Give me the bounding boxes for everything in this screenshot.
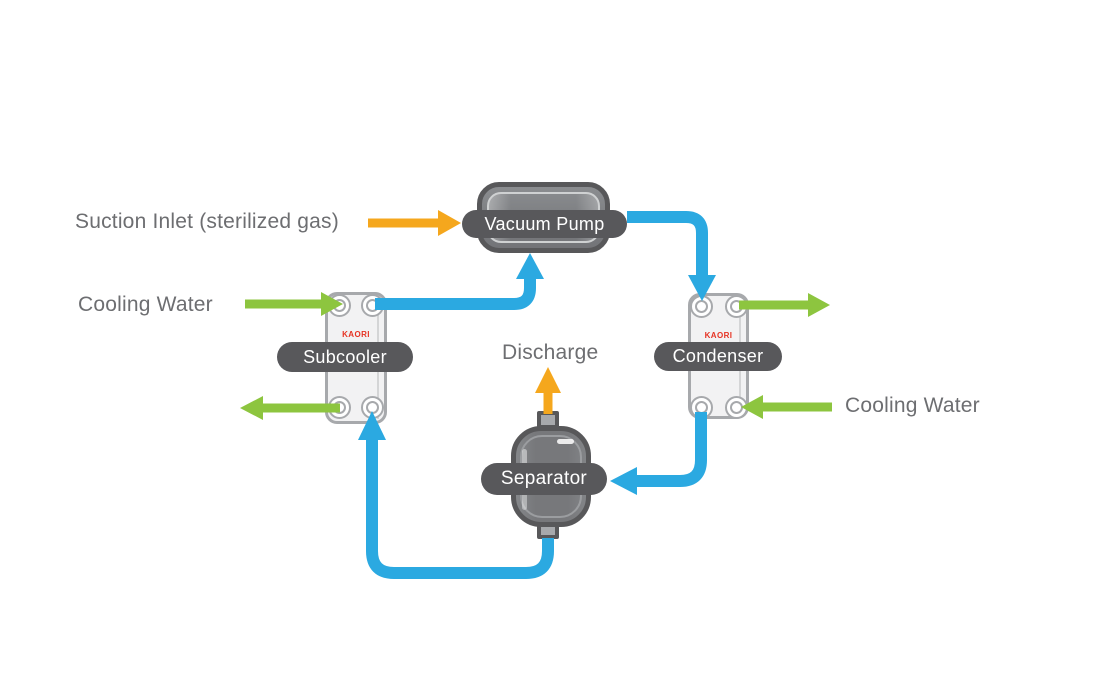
arrowhead-into-separator bbox=[610, 467, 637, 495]
subcooler-port-bottom-left bbox=[327, 395, 351, 419]
pipe-condenser-to-separator bbox=[636, 412, 707, 487]
condenser-label-band: Condenser bbox=[654, 342, 782, 371]
arrowhead-into-vacuum-pump bbox=[516, 253, 544, 279]
separator-label: Separator bbox=[500, 468, 588, 489]
suction-inlet-arrowhead bbox=[438, 210, 461, 236]
condenser-brand-logo: KAORI bbox=[704, 331, 733, 340]
discharge-label: Discharge bbox=[502, 341, 599, 364]
condenser-label: Condenser bbox=[672, 346, 764, 366]
pipe-subcooler-to-vacuum-pump bbox=[375, 277, 536, 310]
cooling-water-right-label: Cooling Water bbox=[845, 394, 980, 417]
condenser-port-top-right bbox=[724, 294, 748, 318]
separator-highlight bbox=[557, 439, 574, 444]
discharge-arrowhead bbox=[535, 367, 561, 393]
subcooler-label-band: Subcooler bbox=[277, 342, 413, 372]
vacuum-pump-label: Vacuum Pump bbox=[484, 213, 605, 234]
condenser-port-bottom-left bbox=[689, 395, 713, 419]
condenser-port-bottom-right bbox=[724, 395, 748, 419]
cooling-water-left-label: Cooling Water bbox=[78, 293, 213, 316]
condenser-port-top-left bbox=[689, 294, 713, 318]
cooling-water-out-condenser-arrowhead bbox=[808, 293, 830, 317]
subcooler-label: Subcooler bbox=[303, 346, 387, 367]
vacuum-pump-label-band: Vacuum Pump bbox=[462, 210, 627, 238]
subcooler-port-bottom-right bbox=[360, 395, 384, 419]
subcooler-port-top-left bbox=[327, 293, 351, 317]
subcooler-brand-logo: KAORI bbox=[342, 330, 370, 339]
pipe-vacuum-pump-to-condenser bbox=[627, 211, 708, 276]
suction-inlet-label: Suction Inlet (sterilized gas) bbox=[75, 210, 339, 233]
subcooler-port-top-right bbox=[360, 293, 384, 317]
separator-label-band: Separator bbox=[481, 463, 607, 495]
cooling-water-out-subcooler-arrowhead bbox=[240, 396, 263, 420]
